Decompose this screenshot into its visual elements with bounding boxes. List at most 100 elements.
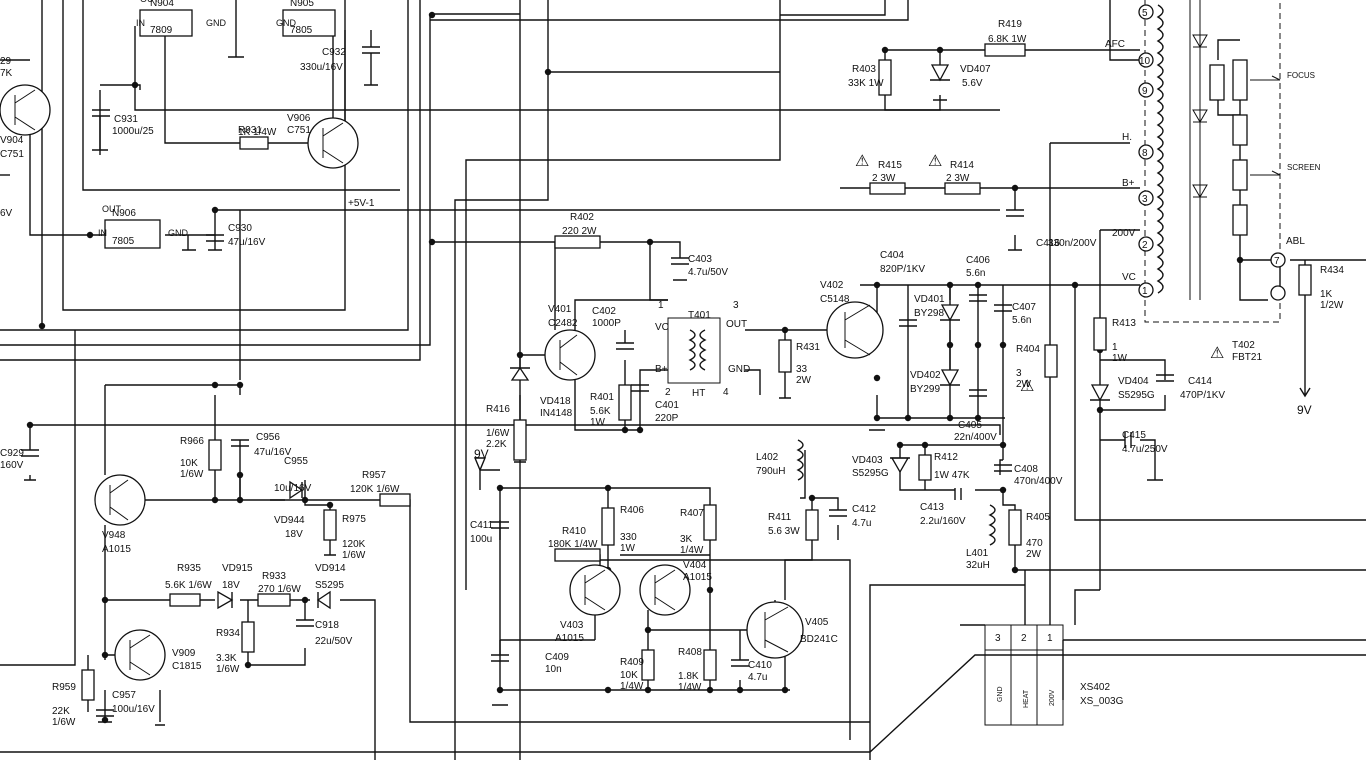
vd915-ref-label: VD915 xyxy=(222,563,253,574)
fbt-pin-10: 10 xyxy=(1139,56,1151,67)
n905-symbol xyxy=(282,9,336,37)
r414-ref-label: R414 xyxy=(950,160,974,171)
vd407-value-label: 5.6V xyxy=(962,78,983,89)
r403-ref-label: R403 xyxy=(852,64,876,75)
c931-value-label: 1000u/25 xyxy=(112,126,154,137)
r414-symbol xyxy=(944,182,981,195)
warning-icon: ⚠ xyxy=(928,153,942,170)
c414-ref-label: C414 xyxy=(1188,376,1212,387)
v404-value-label: A1015 xyxy=(683,572,712,583)
vd915-value-label: 18V xyxy=(222,580,240,591)
l401-value-label: 32uH xyxy=(966,560,990,571)
xs402-ref-label: XS402 xyxy=(1080,682,1110,693)
r408-symbol xyxy=(703,649,717,681)
c401-ref-label: C401 xyxy=(655,400,679,411)
v403-ref-label: V403 xyxy=(560,620,584,631)
transistor-symbols xyxy=(0,84,884,681)
connector-pin-name-200v: 200V xyxy=(1049,689,1056,706)
r934-ref-label: R934 xyxy=(216,628,240,639)
c408-ref-label: C408 xyxy=(1014,464,1038,475)
v909-value-label: C1815 xyxy=(172,661,202,672)
n906-pin-label: OUT xyxy=(102,204,122,214)
net-label-9v-right: 9V xyxy=(1297,403,1312,417)
r406-ref-label: R406 xyxy=(620,505,644,516)
c931-ref-label: C931 xyxy=(114,114,138,125)
c413-value-label: 2.2u/160V xyxy=(920,516,966,527)
c403-ref-label: C403 xyxy=(688,254,712,265)
200v-label: 200V xyxy=(1112,228,1136,239)
r403-symbol xyxy=(878,59,892,96)
r404-symbol xyxy=(1044,344,1058,378)
c408-value-label: 470n/400V xyxy=(1014,476,1063,487)
capacitor-symbols xyxy=(21,30,1174,717)
c412-value-label: 4.7u xyxy=(852,518,871,529)
v401-ref-label: V401 xyxy=(548,304,572,315)
c930-ref-label: C930 xyxy=(228,223,252,234)
c957-ref-label: C957 xyxy=(112,690,136,701)
v909-ref-label: V909 xyxy=(172,648,196,659)
connector-pin-3: 3 xyxy=(995,633,1001,644)
vd914-ref-label: VD914 xyxy=(315,563,346,574)
r966-ref-label: R966 xyxy=(180,436,204,447)
r402-ref-label: R402 xyxy=(570,212,594,223)
c415-value-label: 4.7u/250V xyxy=(1122,444,1168,455)
c406-value-label: 5.6n xyxy=(966,268,985,279)
v906-ref-label: V906 xyxy=(287,113,311,124)
l402-value-label: 790uH xyxy=(756,466,785,477)
r411-ref-label: R411 xyxy=(768,512,792,523)
c414-value-label: 470P/1KV xyxy=(1180,390,1225,401)
t401-pin-2: 2 xyxy=(665,387,671,398)
c956-value-label: 47u/16V xyxy=(254,447,292,458)
c955-value-label: 10u/16V xyxy=(274,483,312,494)
fbt-pin-7: 7 xyxy=(1274,256,1280,267)
fbt-pin-8: 8 xyxy=(1142,148,1148,159)
c409-ref-label: C409 xyxy=(545,652,569,663)
abl-label: ABL xyxy=(1286,236,1305,247)
r931-symbol xyxy=(239,136,269,150)
r411-symbol xyxy=(805,509,819,541)
r415-symbol xyxy=(869,182,906,195)
c930-value-label: 47u/16V xyxy=(228,237,266,248)
focus-label: FOCUS xyxy=(1287,71,1315,80)
n905-value-label: 7805 xyxy=(290,25,313,36)
v405-value-label: BD241C xyxy=(800,634,838,645)
v401-value-label: C2482 xyxy=(548,318,578,329)
r412-value-label: 1W 47K xyxy=(934,470,970,481)
c415-ref-label: C415 xyxy=(1122,430,1146,441)
c411-ref-label: C411 xyxy=(470,520,494,531)
t402-ref-label: T402 xyxy=(1232,340,1255,351)
vd403-ref-label: VD403 xyxy=(852,455,883,466)
r959-ref-label: R959 xyxy=(52,682,76,693)
connector-pin-name-gnd: GND xyxy=(997,686,1004,702)
r929-value-label: 7K xyxy=(0,68,13,79)
r975-ref-label: R975 xyxy=(342,514,366,525)
c402-value-label: 1000P xyxy=(592,318,621,329)
r412-symbol xyxy=(918,454,932,481)
t401-ref-label: T401 xyxy=(688,310,711,321)
xs402-value-label: XS_003G xyxy=(1080,696,1124,707)
r933-ref-label: R933 xyxy=(262,571,286,582)
c404-value-label: 820P/1KV xyxy=(880,264,925,275)
vd944-ref-label: VD944 xyxy=(274,515,305,526)
v402-value-label: C5148 xyxy=(820,294,850,305)
r413-ref-label: R413 xyxy=(1112,318,1136,329)
l401-ref-label: L401 xyxy=(966,548,989,559)
r406-symbol xyxy=(601,507,615,546)
fbt-pin-9: 9 xyxy=(1142,86,1148,97)
c406-ref-label: C406 xyxy=(966,255,990,266)
c929-value-label: 160V xyxy=(0,460,24,471)
r935-symbol xyxy=(169,593,201,607)
r935-ref-label: R935 xyxy=(177,563,201,574)
t401-pin-4: 4 xyxy=(723,387,729,398)
r419-ref-label: R419 xyxy=(998,19,1022,30)
c956-ref-label: C956 xyxy=(256,432,280,443)
connector-pin-name-heat: HEAT xyxy=(1023,689,1030,708)
c407-value-label: 5.6n xyxy=(1012,315,1031,326)
